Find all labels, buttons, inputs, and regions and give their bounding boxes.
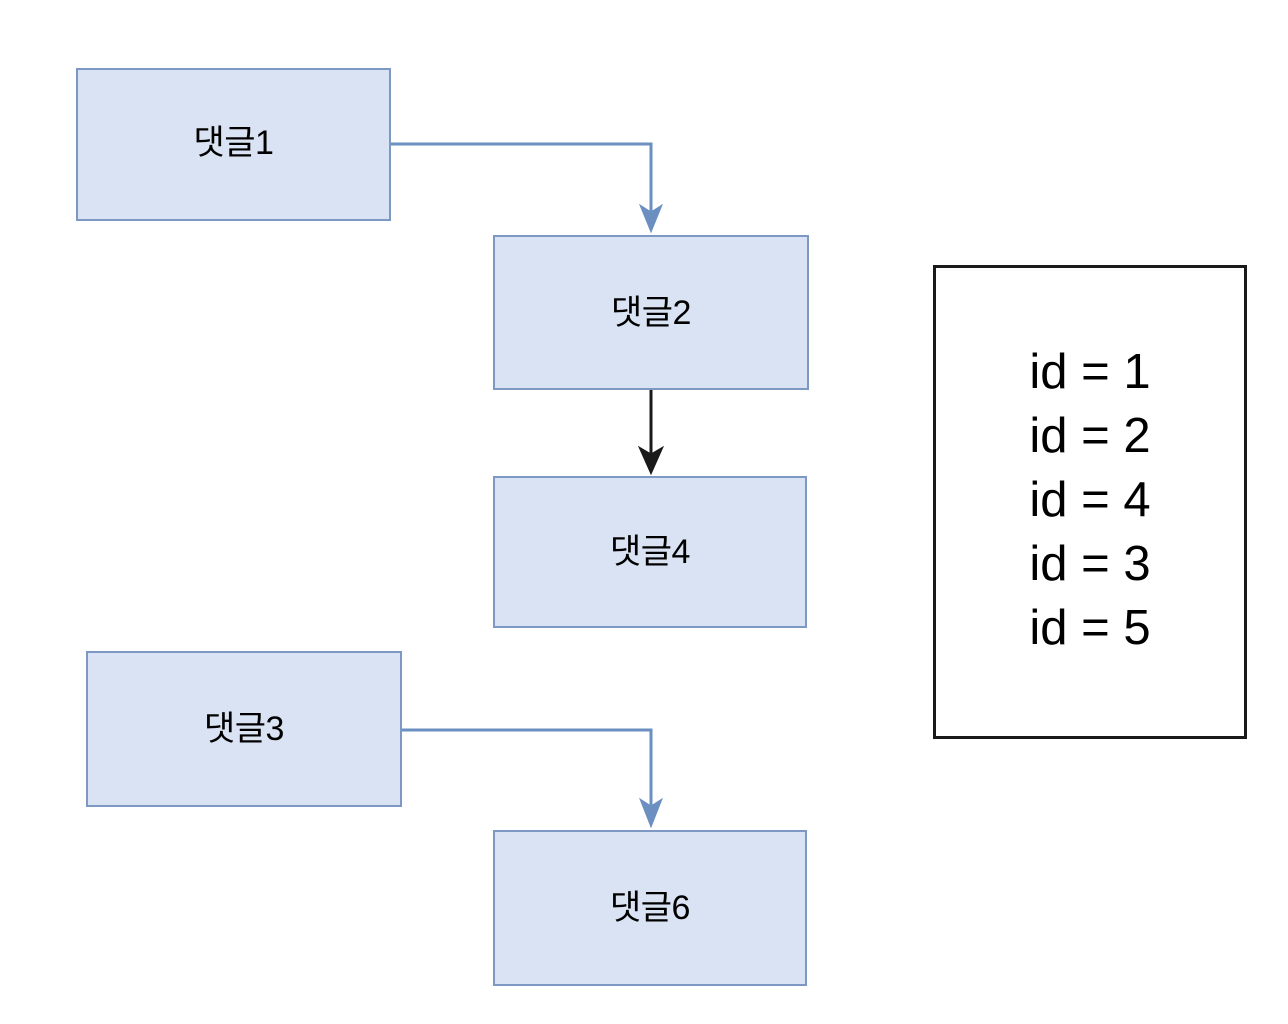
node-comment6-label: 댓글6 [610, 889, 690, 927]
node-comment4[interactable]: 댓글4 [493, 476, 807, 628]
node-comment3-label: 댓글3 [204, 710, 284, 748]
id-list: id = 1 id = 2 id = 4 id = 3 id = 5 [1029, 340, 1150, 660]
id-list-item: id = 1 [1029, 345, 1151, 399]
node-comment2-label: 댓글2 [611, 293, 691, 332]
node-comment1-label: 댓글1 [193, 123, 274, 162]
edge-comment2-to-comment4 [637, 390, 665, 476]
node-comment4-label: 댓글4 [610, 533, 690, 571]
id-list-item: id = 5 [1029, 601, 1151, 655]
edge-comment1-to-comment2 [391, 142, 664, 234]
node-comment3[interactable]: 댓글3 [86, 651, 402, 807]
id-list-panel: id = 1 id = 2 id = 4 id = 3 id = 5 [933, 265, 1247, 739]
node-comment2[interactable]: 댓글2 [493, 235, 809, 390]
node-comment6[interactable]: 댓글6 [493, 830, 807, 986]
id-list-item: id = 2 [1029, 409, 1151, 463]
node-comment1[interactable]: 댓글1 [76, 68, 391, 221]
id-list-item: id = 3 [1029, 537, 1151, 591]
id-list-item: id = 4 [1029, 473, 1151, 527]
edge-comment3-to-comment6 [402, 728, 664, 829]
